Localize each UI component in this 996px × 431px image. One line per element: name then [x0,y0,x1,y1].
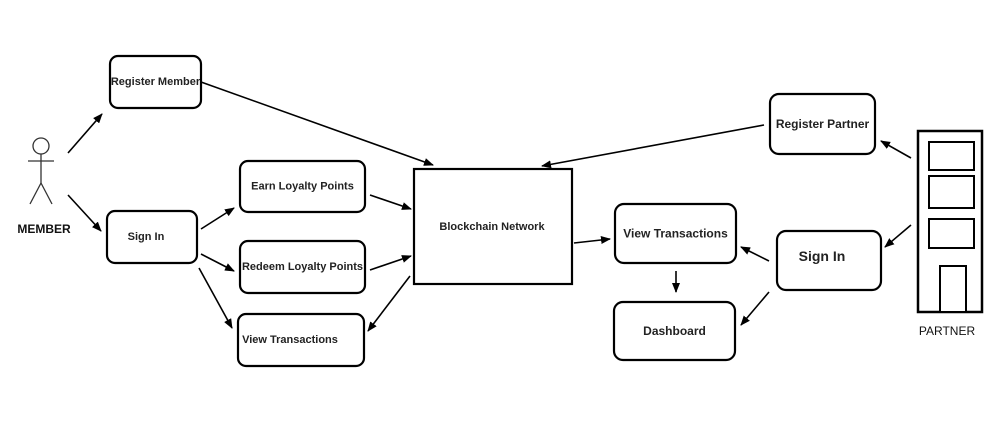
node-dashboard[interactable]: Dashboard [612,300,737,362]
member-sign-in-label: Sign In [128,231,165,243]
node-member-view-transactions[interactable]: View Transactions [236,312,366,368]
edge-sign-in-to-redeem-points [200,253,235,272]
edge-partner-sign-in-to-dashboard [740,291,770,326]
edge-earn-points-to-blockchain [369,194,412,210]
redeem-loyalty-points-label: Redeem Loyalty Points [242,261,363,273]
edge-redeem-points-to-blockchain [369,255,412,271]
register-member-label: Register Member [111,76,201,88]
edge-sign-in-to-view-transactions [198,267,233,329]
edge-member-to-register-member [67,113,103,154]
member-actor: MEMBER [17,137,71,236]
edge-register-member-to-blockchain [200,81,434,166]
edge-partner-to-sign-in [884,224,912,248]
dashboard-label: Dashboard [643,324,706,338]
partner-label: PARTNER [919,324,976,338]
building-icon [916,129,984,314]
node-partner-view-transactions[interactable]: View Transactions [613,202,738,265]
partner-sign-in-label: Sign In [799,248,846,264]
edge-blockchain-to-partner-view-transactions [573,236,611,244]
edge-blockchain-to-view-transactions [367,275,411,332]
edge-partner-to-register-partner [880,140,912,159]
node-earn-loyalty-points[interactable]: Earn Loyalty Points [238,159,367,214]
node-register-member[interactable]: Register Member [108,54,203,110]
node-register-partner[interactable]: Register Partner [768,92,877,156]
node-redeem-loyalty-points[interactable]: Redeem Loyalty Points [238,239,367,295]
node-blockchain-network[interactable]: Blockchain Network [412,167,574,286]
edge-member-to-sign-in [67,194,102,232]
member-view-transactions-label: View Transactions [242,334,338,346]
node-partner-sign-in[interactable]: Sign In [775,229,883,292]
node-member-sign-in[interactable]: Sign In [105,209,199,265]
partner-actor: PARTNER [916,129,984,338]
blockchain-network-label: Blockchain Network [439,221,545,233]
partner-view-transactions-label: View Transactions [623,227,728,241]
stick-figure-icon [28,137,54,205]
edge-partner-sign-in-to-view-transactions [740,246,770,262]
register-partner-label: Register Partner [776,117,870,131]
edges [67,81,912,332]
member-label: MEMBER [17,222,71,236]
edge-sign-in-to-earn-points [200,207,235,230]
edge-register-partner-to-blockchain [541,124,765,169]
earn-loyalty-points-label: Earn Loyalty Points [251,181,354,193]
